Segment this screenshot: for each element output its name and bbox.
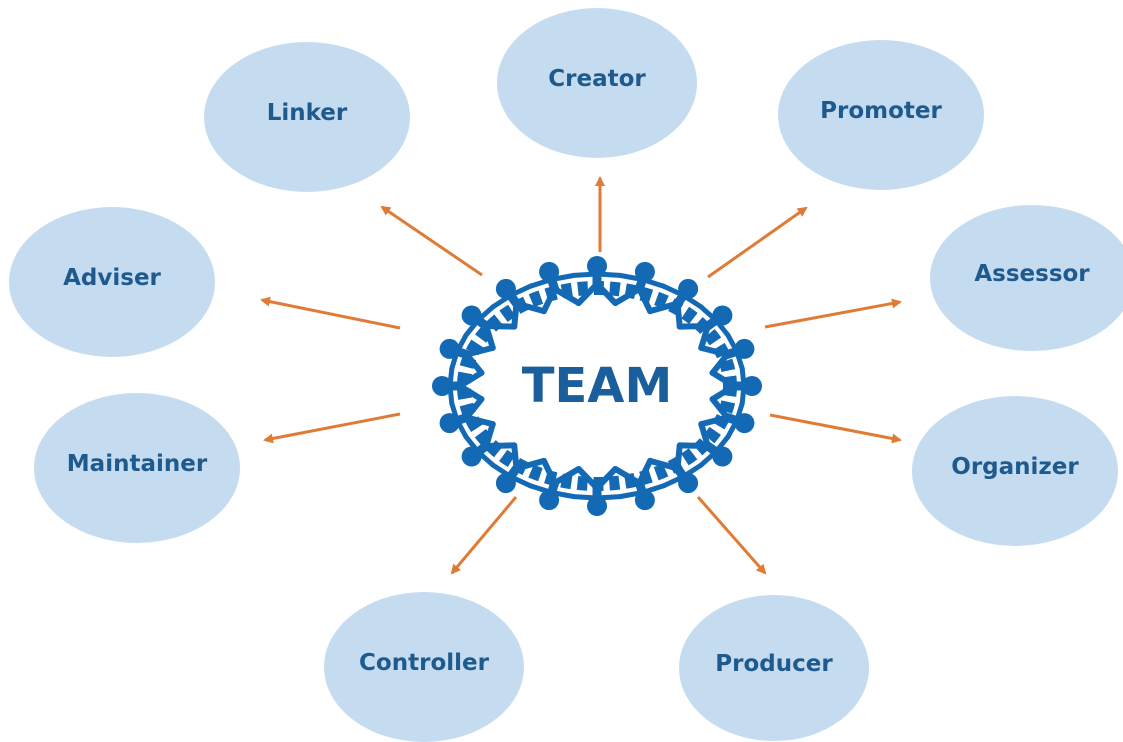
person-figure-icon <box>439 396 496 440</box>
role-label-producer: Producer <box>715 651 833 677</box>
person-figure-icon <box>490 278 547 330</box>
role-node-producer: Producer <box>679 595 869 741</box>
person-figure-icon <box>709 365 762 407</box>
role-label-organizer: Organizer <box>951 454 1079 480</box>
person-figure-icon <box>461 421 518 468</box>
role-nodes-group: CreatorPromoterAssessorOrganizerProducer… <box>9 8 1123 742</box>
arrow-to-organizer <box>769 413 902 444</box>
person-figure-icon <box>676 421 733 468</box>
center-label: TEAM <box>522 358 672 414</box>
role-label-maintainer: Maintainer <box>67 451 208 477</box>
person-figure-icon <box>647 278 704 330</box>
role-node-adviser: Adviser <box>9 207 215 357</box>
person-figure-icon <box>612 261 667 315</box>
person-figure-icon <box>571 256 623 307</box>
person-figure-icon <box>527 261 582 315</box>
role-ellipse-creator <box>497 8 697 158</box>
person-figure-icon <box>612 457 667 511</box>
role-label-creator: Creator <box>548 66 646 92</box>
role-node-assessor: Assessor <box>930 205 1123 351</box>
person-figure-icon <box>571 465 623 516</box>
person-figure-icon <box>461 304 518 351</box>
arrow-to-adviser <box>260 296 401 330</box>
role-ellipse-adviser <box>9 207 215 357</box>
role-ellipse-producer <box>679 595 869 741</box>
arrow-to-linker <box>380 205 483 277</box>
person-figure-icon <box>490 442 547 494</box>
person-figure-icon <box>698 396 755 440</box>
person-figure-icon <box>432 365 485 407</box>
role-node-creator: Creator <box>497 8 697 158</box>
arrows-group <box>260 176 902 575</box>
role-ellipse-linker <box>204 42 410 192</box>
role-node-promoter: Promoter <box>778 40 984 190</box>
arrow-to-controller <box>450 496 518 575</box>
role-label-adviser: Adviser <box>63 265 161 291</box>
role-ellipse-organizer <box>912 396 1118 546</box>
person-figure-icon <box>676 304 733 351</box>
people-ring-icon <box>432 256 762 516</box>
arrow-to-promoter <box>707 206 808 279</box>
person-figure-icon <box>698 332 755 376</box>
role-ellipse-maintainer <box>34 393 240 543</box>
role-ellipse-controller <box>324 592 524 742</box>
role-label-linker: Linker <box>267 100 348 126</box>
role-node-controller: Controller <box>324 592 524 742</box>
role-label-assessor: Assessor <box>974 261 1090 287</box>
person-figure-icon <box>439 332 496 376</box>
role-node-organizer: Organizer <box>912 396 1118 546</box>
role-node-linker: Linker <box>204 42 410 192</box>
role-label-controller: Controller <box>359 650 490 676</box>
role-ellipse-promoter <box>778 40 984 190</box>
role-label-promoter: Promoter <box>820 98 942 124</box>
role-node-maintainer: Maintainer <box>34 393 240 543</box>
arrow-to-producer <box>696 496 767 575</box>
center-inner-area <box>497 316 697 456</box>
arrow-to-assessor <box>764 298 902 329</box>
role-ellipse-assessor <box>930 205 1123 351</box>
person-figure-icon <box>647 442 704 494</box>
arrow-to-maintainer <box>263 412 401 444</box>
person-figure-icon <box>527 457 582 511</box>
